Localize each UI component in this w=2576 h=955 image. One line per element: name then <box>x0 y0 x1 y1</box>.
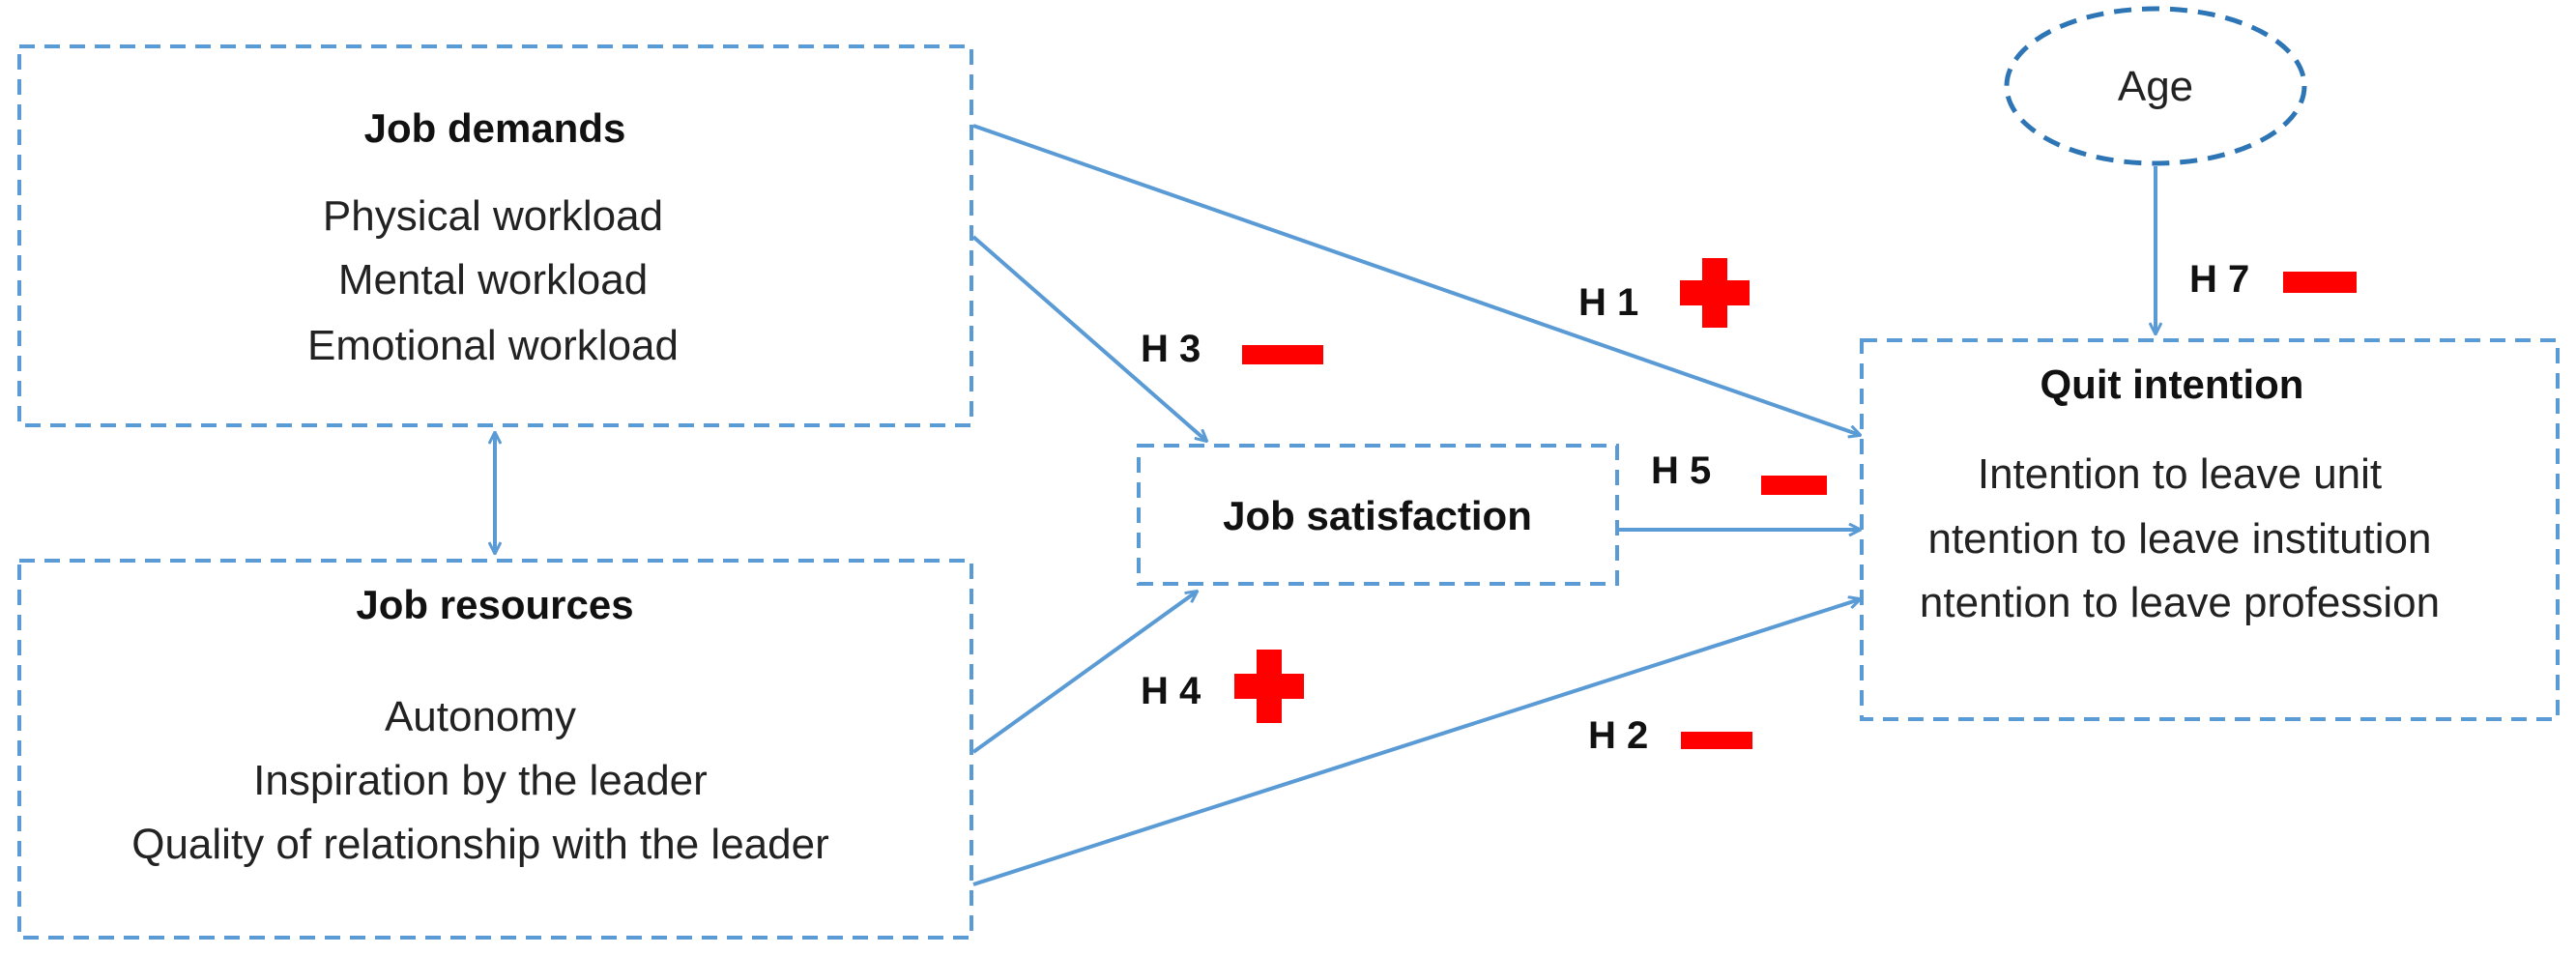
job-demands-item: Emotional workload <box>307 322 679 369</box>
hypothesis-h7: H 7 <box>2189 258 2357 301</box>
quit-intention-item: ntention to leave profession <box>1920 579 2440 626</box>
job-resources-item: Inspiration by the leader <box>253 757 708 804</box>
minus-sign-icon <box>1681 732 1752 749</box>
hypothesis-h4: H 4 <box>1141 650 1304 723</box>
minus-sign-icon <box>2283 272 2357 293</box>
age-label: Age <box>2118 63 2193 110</box>
quit-intention-node: Quit intention Intention to leave unit n… <box>1860 338 2560 721</box>
hypothesis-h5: H 5 <box>1651 449 1827 495</box>
job-satisfaction-box <box>1137 444 1619 586</box>
quit-intention-item: Intention to leave unit <box>1978 450 2382 498</box>
job-resources-node: Job resources Autonomy Inspiration by th… <box>17 559 973 940</box>
age-node: Age <box>2004 6 2307 166</box>
job-resources-box <box>17 559 973 940</box>
job-demands-item: Mental workload <box>338 256 648 304</box>
job-resources-item: Quality of relationship with the leader <box>131 821 829 868</box>
demands-to-satisfaction-arrow <box>971 235 1206 441</box>
hypothesis-h3: H 3 <box>1141 328 1323 370</box>
plus-sign-icon <box>1234 650 1304 723</box>
hypothesis-label: H 2 <box>1588 714 1648 757</box>
minus-sign-icon <box>1242 345 1323 364</box>
quit-intention-box <box>1860 338 2560 721</box>
hypothesis-label: H 3 <box>1141 328 1201 370</box>
hypothesis-label: H 7 <box>2189 258 2249 301</box>
minus-sign-icon <box>1761 476 1827 495</box>
job-demands-node: Job demands Physical workload Mental wor… <box>17 44 973 427</box>
hypothesis-h1: H 1 <box>1578 258 1750 328</box>
job-satisfaction-node: Job satisfaction <box>1137 444 1619 586</box>
plus-sign-icon <box>1680 258 1750 328</box>
resources-to-satisfaction-arrow <box>971 592 1197 754</box>
job-satisfaction-title: Job satisfaction <box>1223 493 1532 538</box>
job-resources-title: Job resources <box>356 582 633 627</box>
demands-to-quit-arrow <box>972 124 1860 435</box>
job-demands-box <box>17 44 973 427</box>
quit-intention-title: Quit intention <box>2041 362 2304 407</box>
job-demands-title: Job demands <box>364 105 626 151</box>
job-resources-item: Autonomy <box>385 693 576 740</box>
hypothesis-h2: H 2 <box>1588 714 1752 757</box>
hypothesis-label: H 5 <box>1651 449 1711 492</box>
hypothesis-label: H 4 <box>1141 670 1201 712</box>
resources-to-quit-arrow <box>972 599 1860 886</box>
quit-intention-item: ntention to leave institution <box>1927 515 2431 563</box>
age-ellipse <box>2004 6 2307 166</box>
job-demands-item: Physical workload <box>323 192 663 240</box>
hypothesis-label: H 1 <box>1578 281 1638 324</box>
